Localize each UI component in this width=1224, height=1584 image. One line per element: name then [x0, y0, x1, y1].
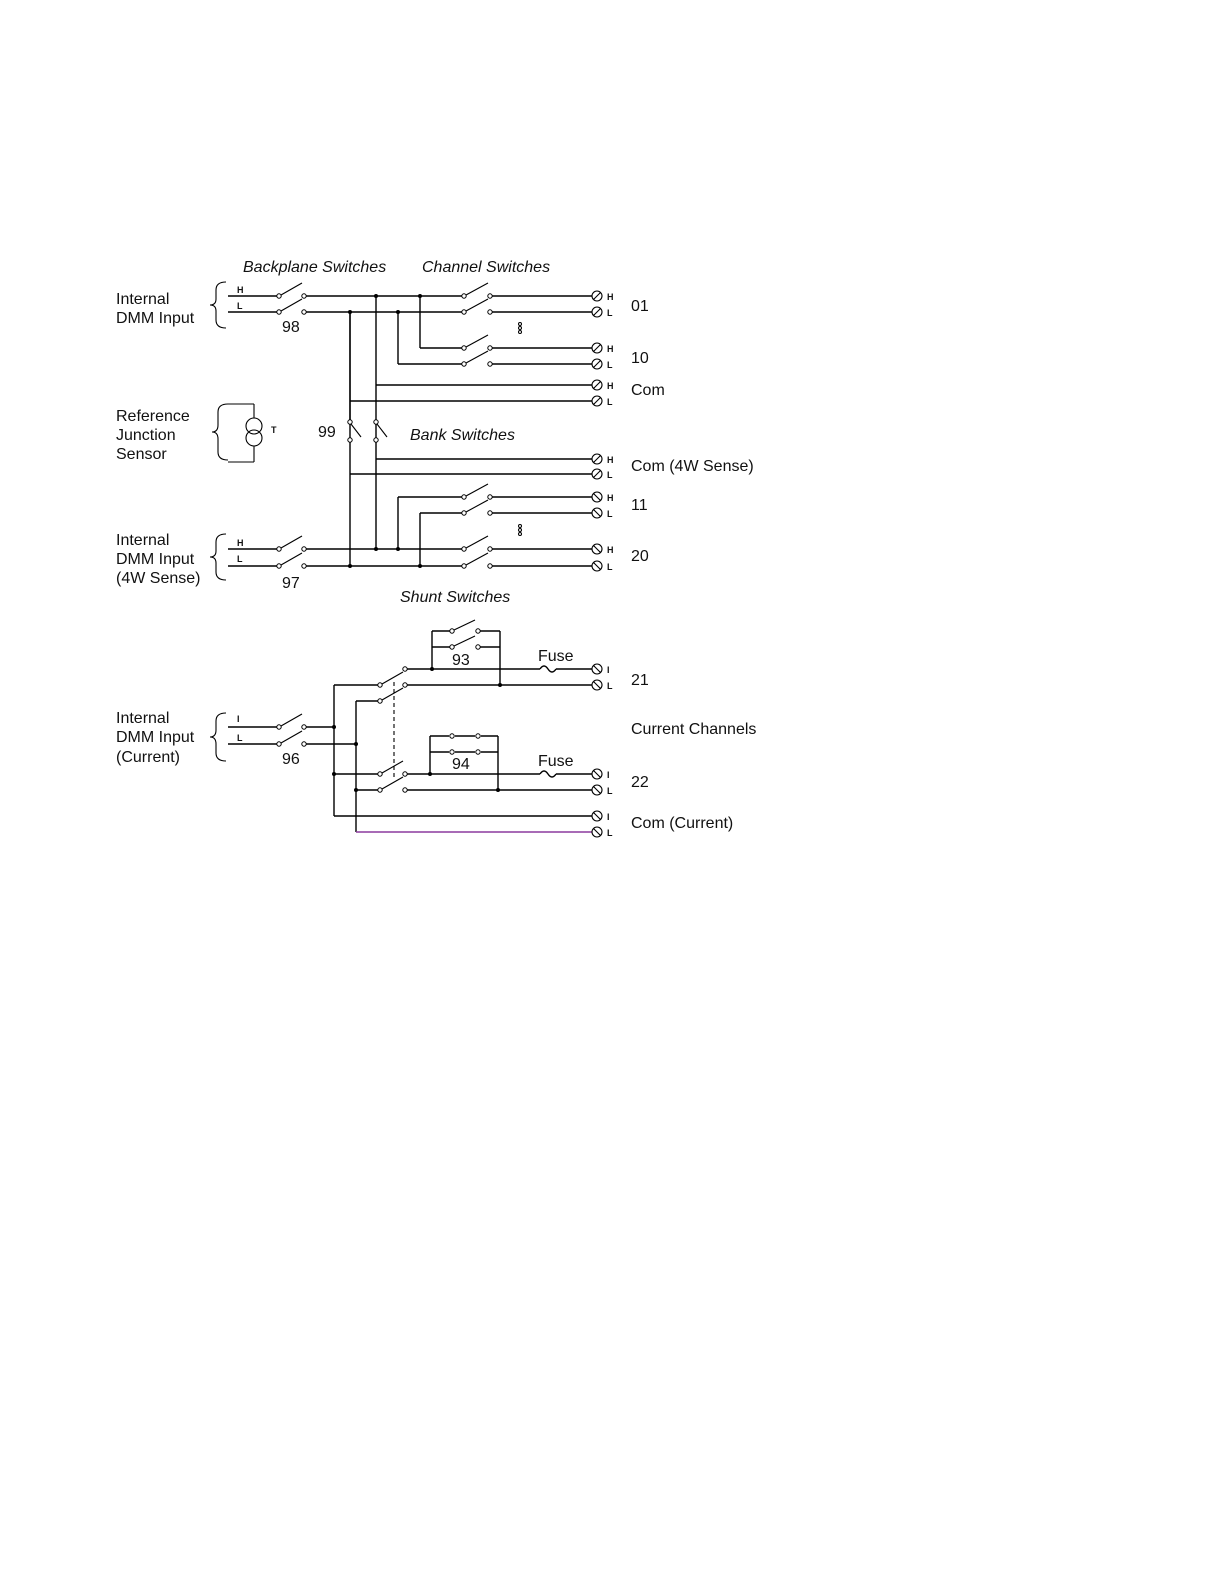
- com-current-label: Com (Current): [631, 815, 733, 832]
- svg-text:Junction: Junction: [116, 427, 176, 444]
- svg-text:Reference: Reference: [116, 408, 190, 425]
- svg-text:I: I: [607, 770, 610, 780]
- terminal-pin-labels: H L H L H L H L H L H L I L I L I L: [607, 292, 614, 838]
- svg-text:Internal: Internal: [116, 532, 169, 549]
- shunt-switches-header: Shunt Switches: [400, 589, 510, 606]
- svg-text:I: I: [607, 812, 610, 822]
- svg-text:L: L: [607, 562, 613, 572]
- pin-l: L: [237, 733, 243, 743]
- switch-99-label: 99: [318, 424, 336, 441]
- terminals: [591, 290, 603, 838]
- com-label: Com: [631, 382, 665, 399]
- channel-switch-10: [398, 334, 592, 367]
- svg-text:Sensor: Sensor: [116, 446, 167, 463]
- channel-10-label: 10: [631, 350, 649, 367]
- svg-text:H: H: [607, 493, 614, 503]
- svg-text:H: H: [607, 381, 614, 391]
- thermistor-icon: [228, 403, 263, 463]
- brace-reference: [211, 403, 229, 461]
- pin-h: H: [237, 538, 244, 548]
- pin-t: T: [271, 425, 277, 435]
- svg-text:L: L: [607, 360, 613, 370]
- svg-text:Internal: Internal: [116, 291, 169, 308]
- dmm-current-input-label: Internal DMM Input (Current): [116, 710, 195, 766]
- brace-dmm-4w: [209, 533, 227, 581]
- svg-text:I: I: [607, 665, 610, 675]
- svg-text:(4W Sense): (4W Sense): [116, 570, 200, 587]
- svg-text:H: H: [607, 455, 614, 465]
- switch-94-label: 94: [452, 756, 470, 773]
- svg-text:H: H: [607, 545, 614, 555]
- fuse-label: Fuse: [538, 648, 574, 665]
- switch-93-label: 93: [452, 652, 470, 669]
- svg-text:H: H: [607, 292, 614, 302]
- backplane-switch-97: 97: [228, 535, 307, 592]
- bank-switch-99: 99: [318, 312, 388, 443]
- channel-21-label: 21: [631, 672, 649, 689]
- pin-l: L: [237, 301, 243, 311]
- channel-01-label: 01: [631, 298, 649, 315]
- svg-text:L: L: [607, 470, 613, 480]
- switch-98-label: 98: [282, 319, 300, 336]
- svg-text:H: H: [607, 344, 614, 354]
- channel-switch-01: [461, 282, 592, 315]
- pin-i: I: [237, 714, 240, 724]
- shunt-switch-93: 93: [430, 619, 502, 687]
- brace-dmm: [209, 281, 227, 329]
- svg-text:L: L: [607, 509, 613, 519]
- svg-text:Internal: Internal: [116, 710, 169, 727]
- backplane-switch-96: 96: [228, 713, 356, 768]
- svg-text:DMM Input: DMM Input: [116, 729, 195, 746]
- svg-text:DMM Input: DMM Input: [116, 310, 195, 327]
- svg-text:L: L: [607, 786, 613, 796]
- svg-text:(Current): (Current): [116, 749, 180, 766]
- channel-switch-11: [397, 483, 592, 566]
- pin-h: H: [237, 285, 244, 295]
- current-switch-21: [334, 666, 592, 778]
- dmm-input-label: Internal DMM Input: [116, 291, 195, 327]
- channel-switch-20: [306, 535, 592, 569]
- ellipsis-icon: [518, 322, 522, 334]
- shunt-switch-94: 94: [428, 733, 500, 792]
- reference-junction-label: Reference Junction Sensor: [116, 408, 190, 463]
- brace-dmm-current: [209, 712, 227, 762]
- current-channels-label: Current Channels: [631, 721, 756, 738]
- svg-text:L: L: [607, 397, 613, 407]
- svg-text:L: L: [607, 308, 613, 318]
- channel-22-label: 22: [631, 774, 649, 791]
- svg-text:DMM Input: DMM Input: [116, 551, 195, 568]
- junction-dots: [348, 294, 422, 568]
- pin-l: L: [237, 554, 243, 564]
- channel-11-label: 11: [631, 497, 648, 514]
- fuse-icon: Fuse: [538, 648, 592, 673]
- switch-97-label: 97: [282, 575, 300, 592]
- bank-switches-header: Bank Switches: [410, 427, 515, 444]
- switch-96-label: 96: [282, 751, 300, 768]
- svg-text:L: L: [607, 681, 613, 691]
- channel-switches-header: Channel Switches: [422, 259, 550, 276]
- channel-20-label: 20: [631, 548, 649, 565]
- dmm-4w-input-label: Internal DMM Input (4W Sense): [116, 532, 200, 587]
- svg-text:L: L: [607, 828, 613, 838]
- backplane-switches-header: Backplane Switches: [243, 259, 386, 276]
- fuse-icon: Fuse: [538, 753, 592, 778]
- com-4w-label: Com (4W Sense): [631, 458, 754, 475]
- ellipsis-icon: [518, 524, 522, 536]
- fuse-label: Fuse: [538, 753, 574, 770]
